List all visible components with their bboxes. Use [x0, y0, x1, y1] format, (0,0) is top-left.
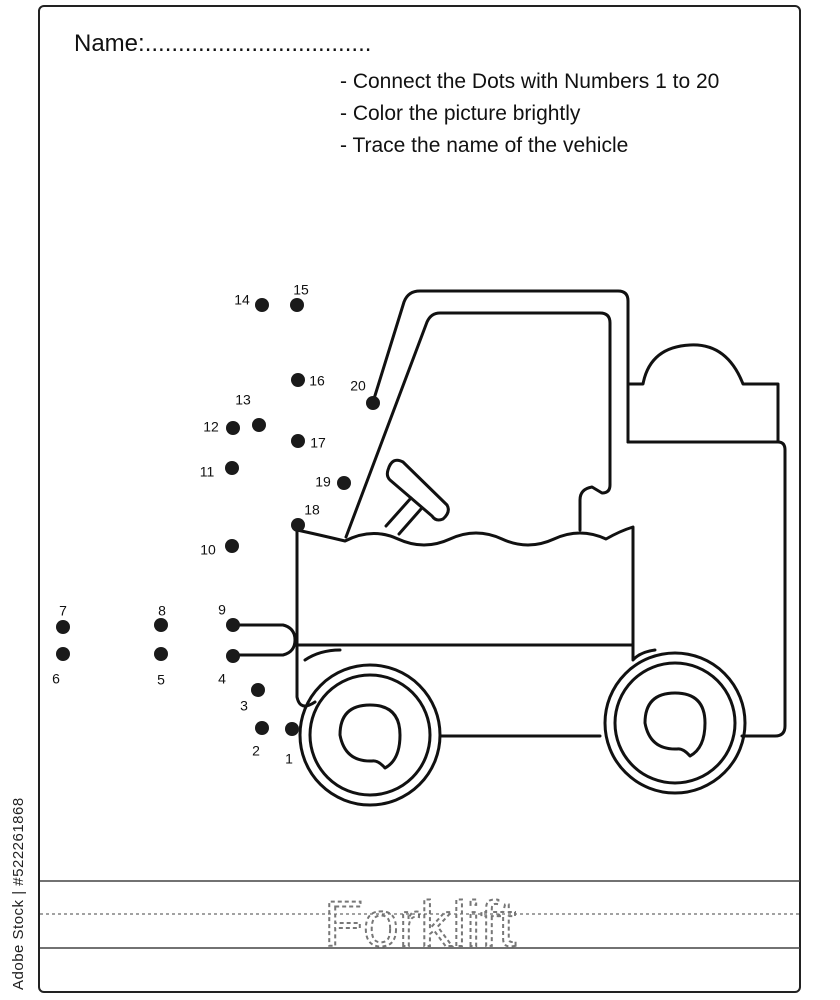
front-wheel-mid [308, 673, 432, 797]
rear-box-lower [631, 643, 657, 662]
dot-1 [285, 722, 299, 736]
dot-17 [291, 434, 305, 448]
front-hubcap [338, 703, 402, 770]
rear-hubcap [643, 691, 707, 758]
dot-label-7: 7 [59, 603, 67, 619]
dot-label-1: 1 [285, 751, 293, 767]
front-wheel-outer [298, 663, 442, 807]
dot-9 [226, 618, 240, 632]
dot-label-17: 17 [310, 435, 326, 451]
dot-label-5: 5 [157, 672, 165, 688]
dot-7 [56, 620, 70, 634]
cab-inner-frame [344, 311, 612, 539]
worksheet-frame [38, 5, 801, 993]
dot-label-11: 11 [200, 464, 215, 480]
dot-4 [226, 649, 240, 663]
dot-8 [154, 618, 168, 632]
dot-15 [290, 298, 304, 312]
rear-box-top [626, 343, 780, 444]
name-field-label: Name:.................................. [74, 30, 372, 57]
dot-18 [291, 518, 305, 532]
dot-6 [56, 647, 70, 661]
dot-label-4: 4 [218, 671, 226, 687]
dot-label-8: 8 [158, 603, 166, 619]
rear-wheel-outer [603, 651, 747, 795]
trace-word-forklift: Forklift [324, 888, 516, 960]
dot-19 [337, 476, 351, 490]
dot-16 [291, 373, 305, 387]
steering-wheel [385, 458, 450, 522]
dot-14 [255, 298, 269, 312]
steering-column [384, 496, 423, 536]
dot-label-19: 19 [315, 474, 331, 490]
instruction-connect-dots: - Connect the Dots with Numbers 1 to 20 [340, 70, 720, 93]
dot-label-20: 20 [350, 378, 366, 394]
dot-label-2: 2 [252, 743, 260, 759]
dot-5 [154, 647, 168, 661]
instruction-color: - Color the picture brightly [340, 102, 581, 125]
chassis-top [303, 648, 342, 662]
dot-11 [225, 461, 239, 475]
dot-12 [226, 421, 240, 435]
dot-2 [255, 721, 269, 735]
dot-label-10: 10 [200, 542, 216, 558]
dot-label-14: 14 [234, 292, 250, 308]
rear-wheel-mid [613, 661, 737, 785]
chassis [295, 643, 602, 738]
dot-label-15: 15 [293, 282, 309, 298]
rear-box [626, 440, 787, 738]
dot-3 [251, 683, 265, 697]
dot-label-3: 3 [240, 698, 248, 714]
forklift-outline [231, 289, 787, 807]
dot-label-16: 16 [309, 373, 325, 389]
body-panel [295, 525, 635, 647]
dot-20 [366, 396, 380, 410]
dot-label-12: 12 [203, 419, 219, 435]
dot-label-6: 6 [52, 671, 60, 687]
instructions-list: - Connect the Dots with Numbers 1 to 20 … [340, 66, 719, 162]
dot-label-13: 13 [235, 392, 251, 408]
instruction-trace: - Trace the name of the vehicle [340, 134, 629, 157]
cab-frame [371, 289, 630, 444]
dot-10 [225, 539, 239, 553]
dot-13 [252, 418, 266, 432]
fork-bracket [231, 623, 297, 657]
dot-label-18: 18 [304, 502, 320, 518]
dot-label-9: 9 [218, 602, 226, 618]
